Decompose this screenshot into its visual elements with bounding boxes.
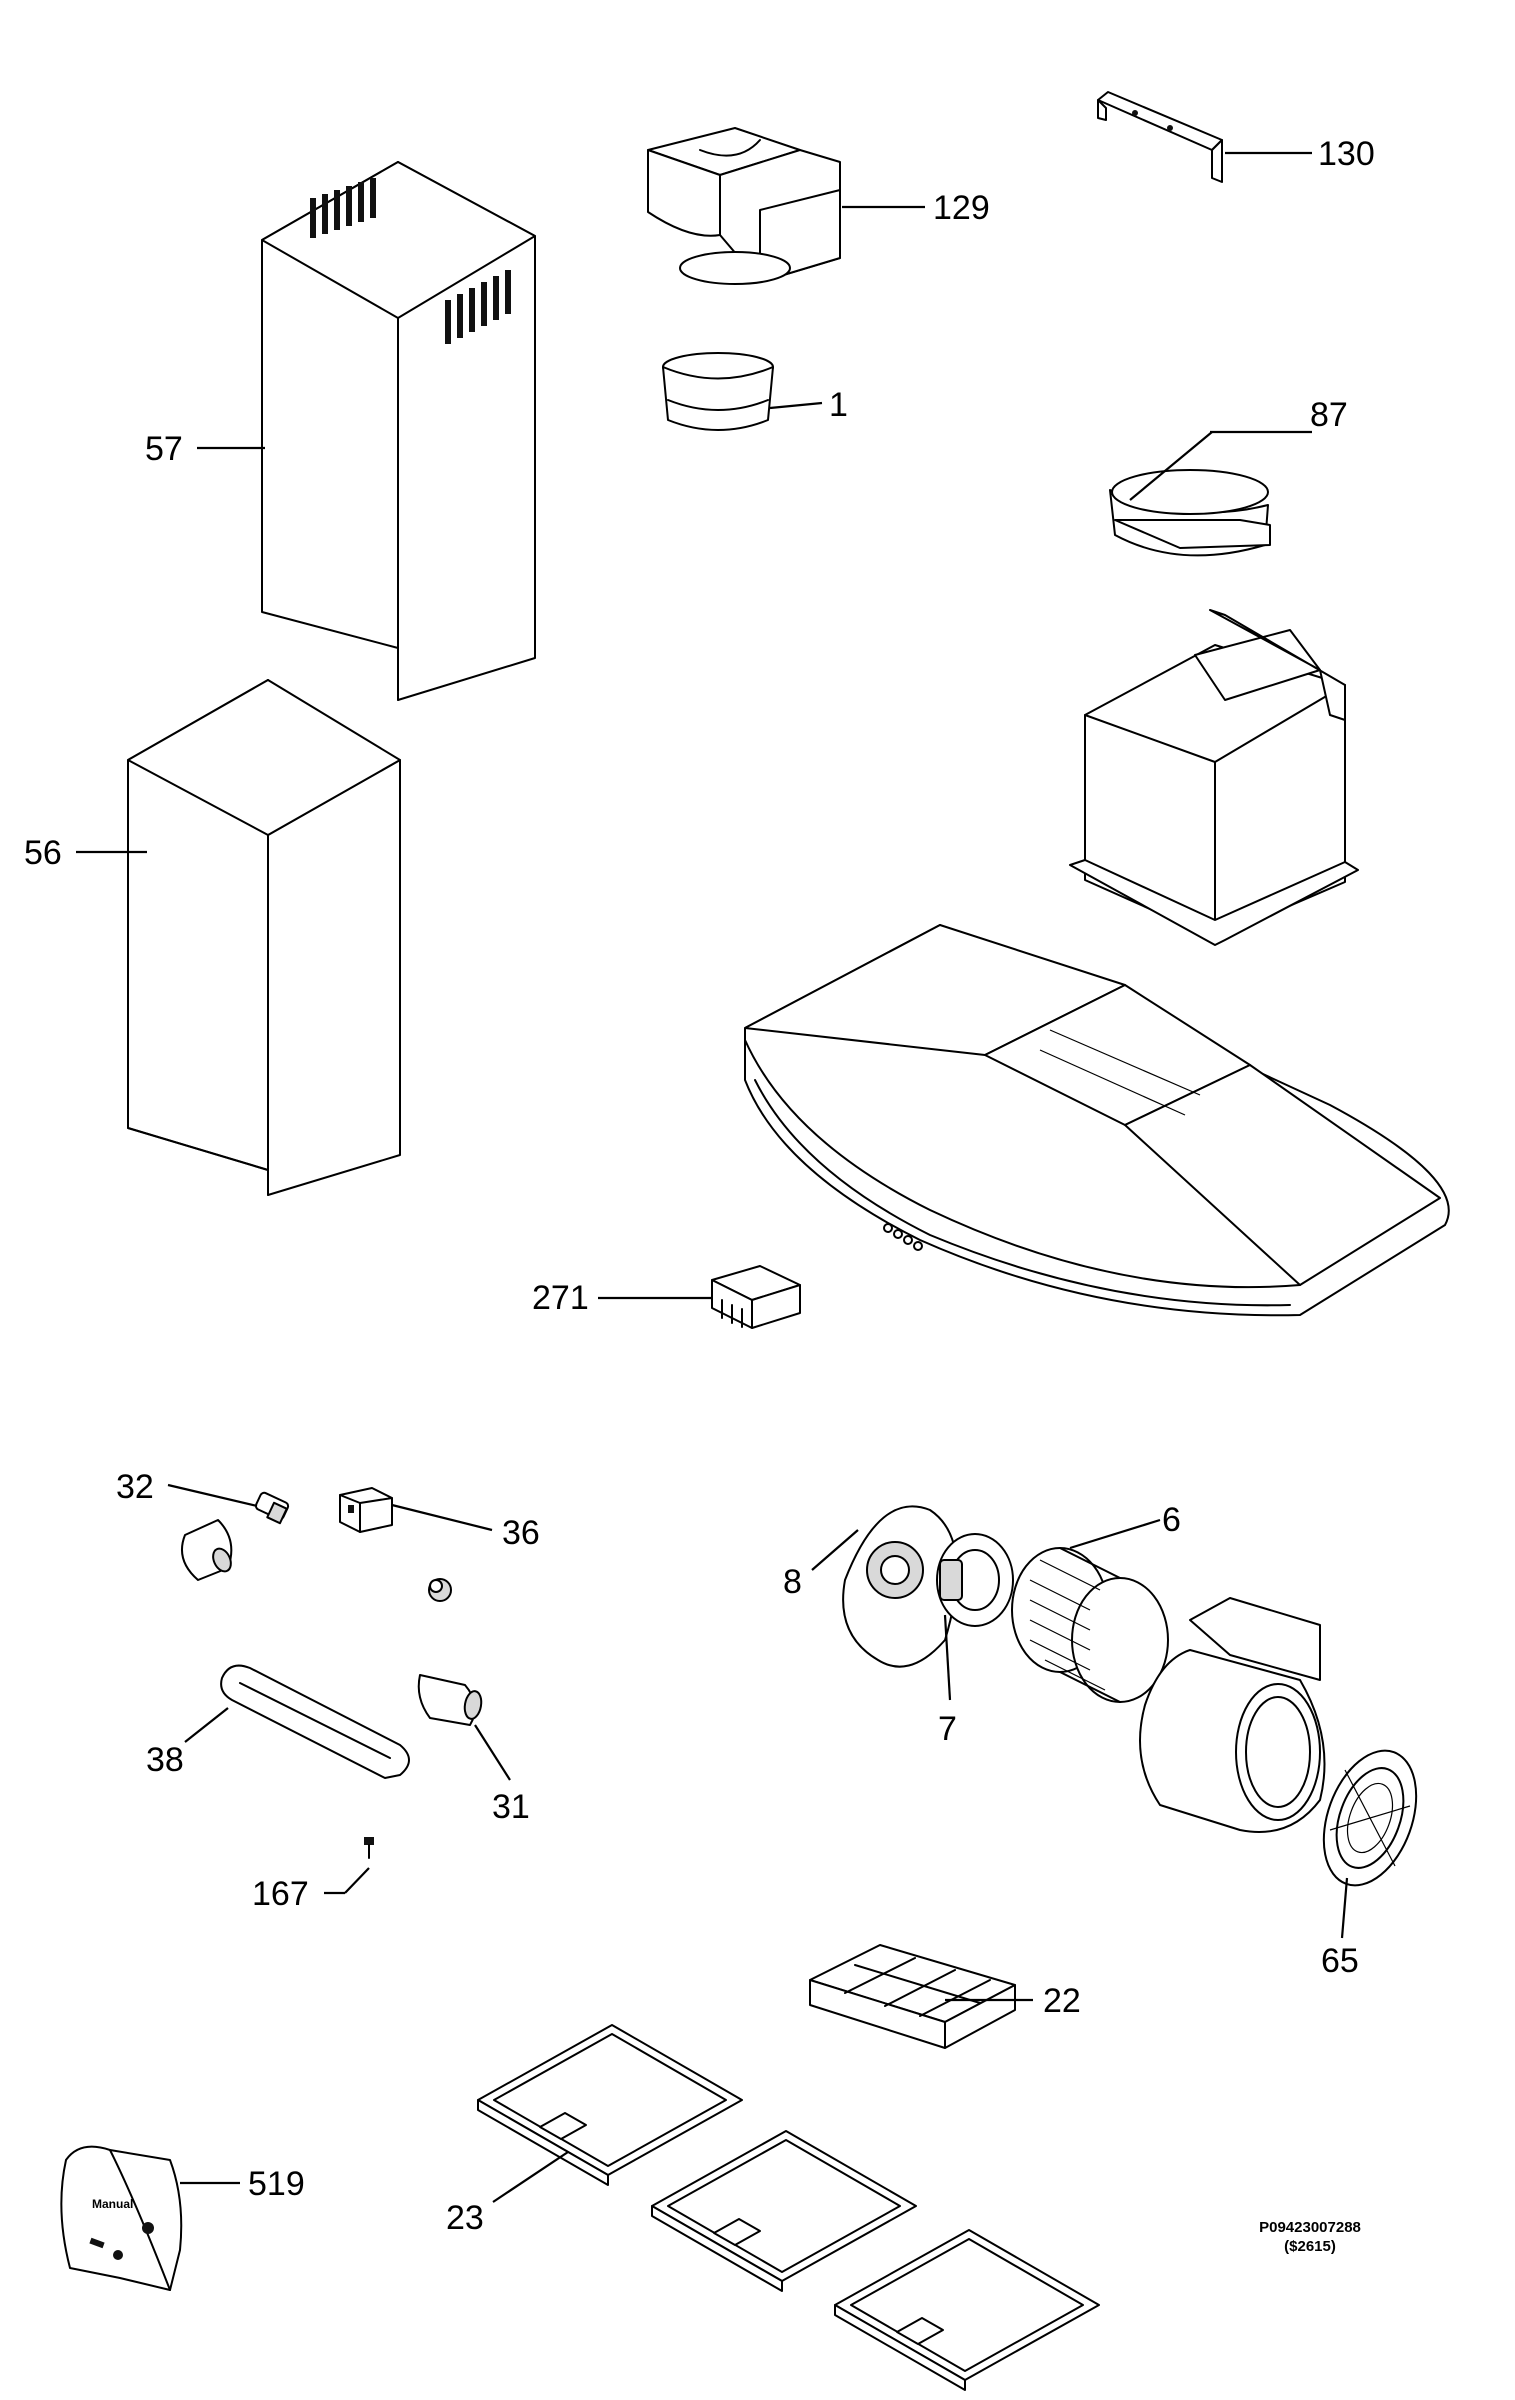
callout-8: 8	[783, 1563, 802, 1601]
switch-block	[711, 1265, 801, 1329]
halogen-bulb-lower	[417, 1674, 483, 1726]
callout-57: 57	[145, 430, 183, 468]
lamp-cap	[428, 1578, 452, 1602]
bag-label: Manual	[92, 2197, 133, 2211]
fan-motor	[936, 1533, 1014, 1627]
blower-housing-box	[1069, 609, 1359, 946]
round-flange	[1109, 469, 1271, 557]
callout-167: 167	[252, 1875, 309, 1913]
screw	[364, 1837, 374, 1859]
drawing-code-main: P09423007288	[1259, 2219, 1361, 2236]
light-switch-module	[339, 1487, 393, 1533]
canopy-hood	[744, 924, 1450, 1317]
leader-lines	[76, 151, 1349, 2203]
drawing-code: P09423007288 ($2615)	[1220, 2218, 1400, 2256]
callout-7: 7	[938, 1710, 957, 1748]
duct-adapter	[647, 127, 841, 285]
callout-31: 31	[492, 1788, 530, 1826]
upper-chimney-cover	[261, 161, 536, 701]
callout-271: 271	[532, 1279, 589, 1317]
callout-22: 22	[1043, 1982, 1081, 2020]
halogen-bulb-upper	[181, 1519, 233, 1581]
callout-36: 36	[502, 1514, 540, 1552]
lamp-socket	[254, 1491, 290, 1525]
lower-chimney-cover	[127, 679, 401, 1196]
callout-32: 32	[116, 1468, 154, 1506]
grease-filter-2	[651, 2130, 917, 2292]
fan-wheel	[1011, 1547, 1169, 1703]
callout-519: 519	[248, 2165, 305, 2203]
callout-56: 56	[24, 834, 62, 872]
light-frame	[220, 1664, 410, 1779]
collar-ring	[662, 352, 774, 431]
grease-filter-3	[834, 2229, 1100, 2391]
callout-130: 130	[1318, 135, 1375, 173]
callout-1: 1	[829, 386, 848, 424]
grease-filter-1	[477, 2024, 743, 2186]
motor-mounting-plate	[842, 1505, 958, 1668]
drawing-code-sub: ($2615)	[1284, 2238, 1336, 2255]
accessory-bag: Manual	[60, 2145, 183, 2291]
carbon-filter	[809, 1944, 1016, 2049]
callout-87: 87	[1310, 396, 1348, 434]
callout-129: 129	[933, 189, 990, 227]
callout-65: 65	[1321, 1942, 1359, 1980]
blower-scroll	[1139, 1597, 1326, 1833]
callout-23: 23	[446, 2199, 484, 2237]
inlet-grille	[1322, 1749, 1418, 1887]
callout-38: 38	[146, 1741, 184, 1779]
mounting-bracket	[1097, 91, 1223, 183]
callout-6: 6	[1162, 1501, 1181, 1539]
